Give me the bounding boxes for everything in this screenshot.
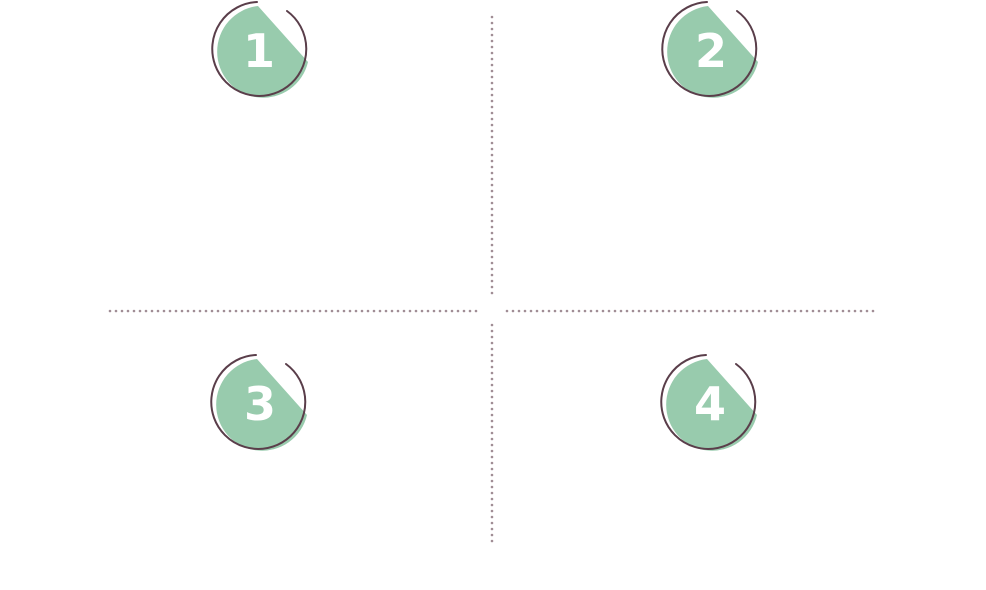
badge-fill-4	[666, 359, 757, 451]
badge-fill-3	[216, 359, 307, 451]
badge-number-3: 3	[244, 377, 276, 431]
badge-number-2: 2	[695, 24, 727, 78]
number-badge-2: 2	[661, 1, 758, 98]
badge-ring-3	[210, 354, 307, 450]
badge-fill-1	[217, 6, 308, 98]
number-badge-1: 1	[211, 1, 308, 98]
number-badge-3: 3	[210, 354, 307, 451]
badge-number-4: 4	[694, 377, 726, 431]
badge-ring-2	[661, 1, 758, 97]
badge-number-1: 1	[243, 24, 275, 78]
number-badge-4: 4	[660, 354, 757, 451]
badge-fill-2	[667, 6, 758, 98]
badge-ring-1	[211, 1, 308, 97]
badge-ring-4	[660, 354, 757, 450]
